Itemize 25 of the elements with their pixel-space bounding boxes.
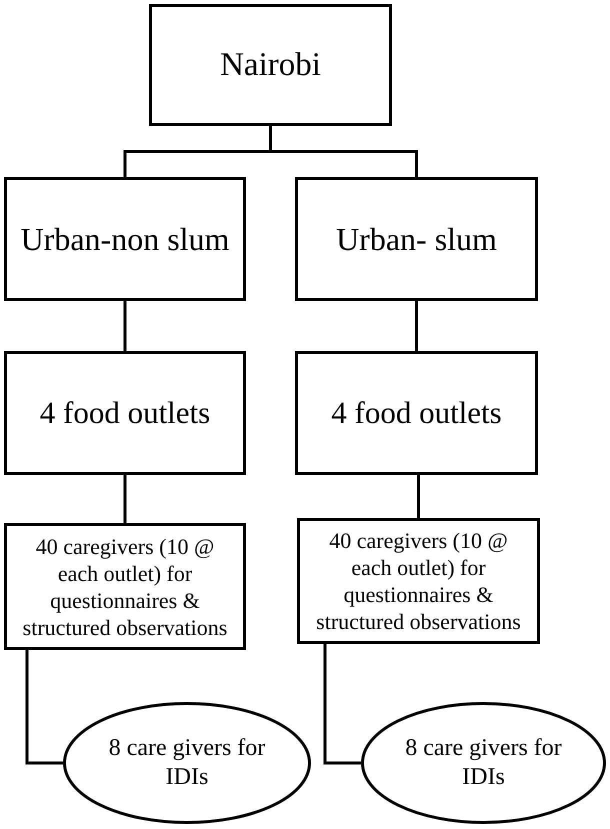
process-box bbox=[297, 518, 540, 644]
ellipse-node bbox=[63, 702, 311, 824]
process-box bbox=[295, 351, 538, 475]
node-label: 8 care givers for IDIs bbox=[108, 734, 266, 792]
process-box bbox=[295, 177, 538, 301]
node-label: Nairobi bbox=[220, 46, 321, 84]
node-label: Urban- slum bbox=[336, 221, 497, 257]
node-label: 40 caregivers (10 @ each outlet) for questionnaires & structured observations bbox=[22, 532, 228, 640]
node-label: 4 food outlets bbox=[331, 395, 502, 431]
process-box bbox=[4, 523, 246, 650]
node-label: Urban-non slum bbox=[20, 221, 230, 257]
node-label: 40 caregivers (10 @ each outlet) for questionnaires & structured observations bbox=[315, 527, 522, 635]
process-box bbox=[4, 351, 246, 475]
connector-line bbox=[415, 301, 418, 351]
connector-line bbox=[26, 650, 63, 764]
process-box bbox=[149, 4, 392, 126]
node-label: 4 food outlets bbox=[40, 395, 210, 431]
ellipse-node bbox=[361, 702, 606, 824]
node-label: 8 care givers for IDIs bbox=[404, 734, 563, 792]
connector-line bbox=[324, 644, 361, 764]
connector-line bbox=[269, 126, 418, 177]
connector-line bbox=[417, 475, 420, 518]
connector-line bbox=[124, 301, 126, 351]
process-box bbox=[4, 177, 246, 301]
connector-line bbox=[124, 475, 126, 523]
